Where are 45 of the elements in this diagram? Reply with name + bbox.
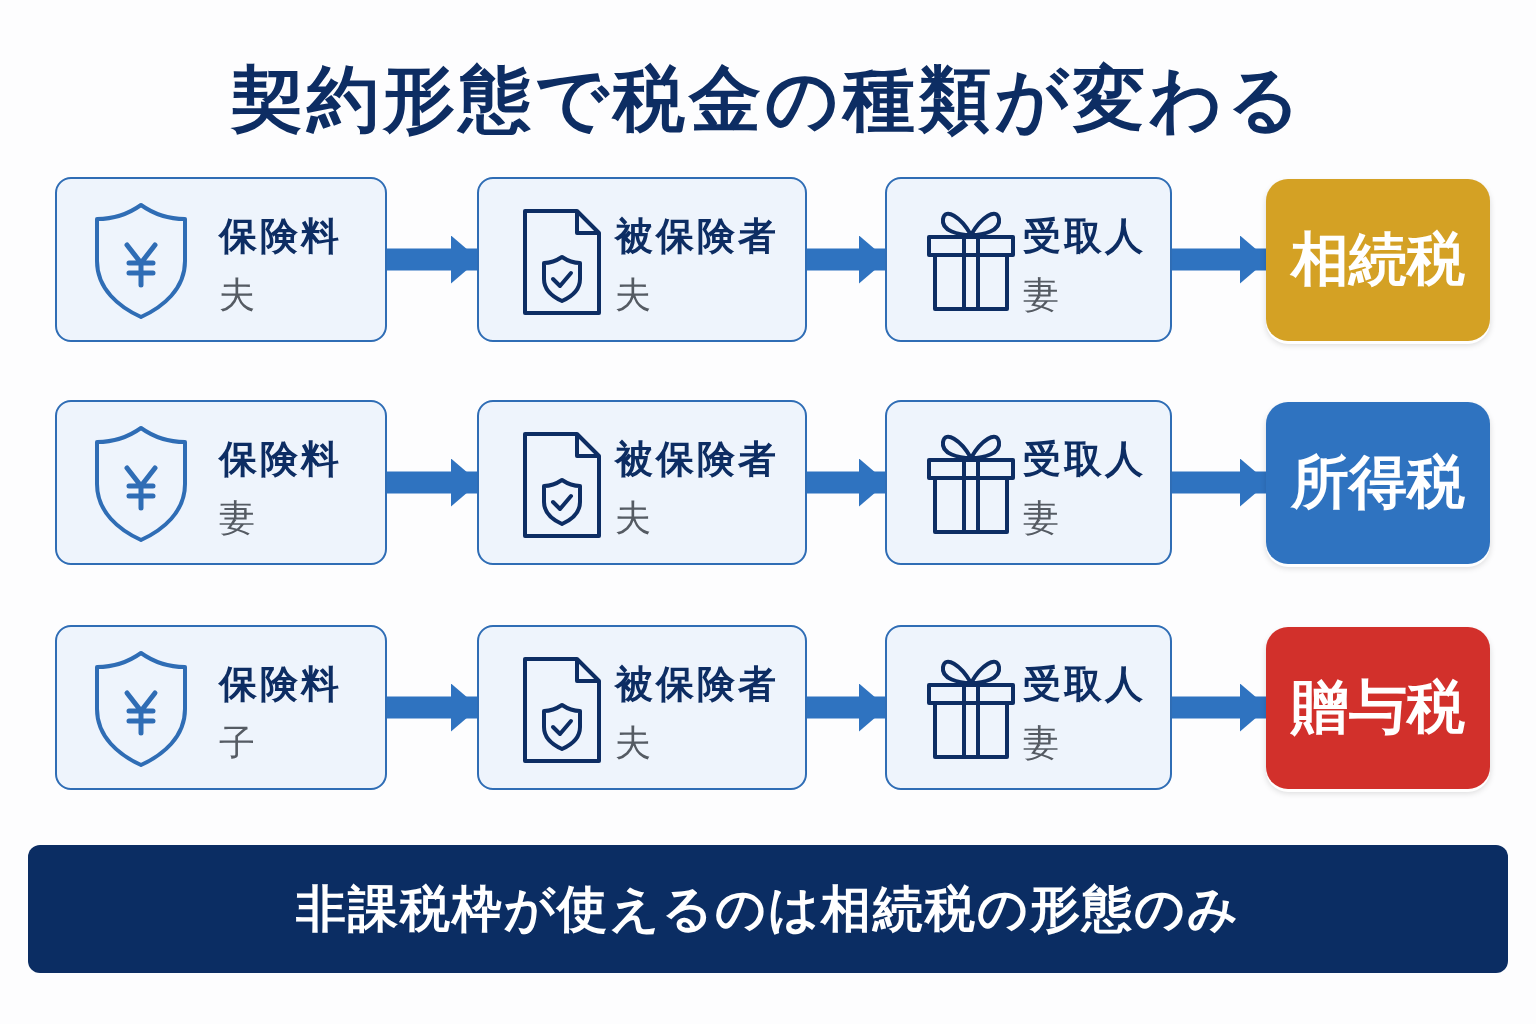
arrow: [1172, 458, 1268, 507]
role-label: 被保険者: [615, 661, 779, 708]
arrow: [387, 683, 479, 732]
arrow: [387, 235, 479, 284]
person-label: 妻: [1023, 496, 1059, 540]
role-label: 受取人: [1023, 661, 1146, 708]
person-label: 子: [219, 721, 255, 765]
person-label: 夫: [219, 273, 255, 317]
person-label: 夫: [615, 721, 651, 765]
tax-box: [1266, 179, 1490, 341]
person-label: 妻: [219, 496, 255, 540]
note-banner: [28, 845, 1508, 973]
role-label: 受取人: [1023, 213, 1146, 260]
step-box: [55, 625, 387, 790]
tax-label: 贈与税: [1291, 672, 1465, 743]
role-label: 被保険者: [615, 213, 779, 260]
arrow: [807, 683, 887, 732]
role-label: 受取人: [1023, 436, 1146, 483]
role-label: 保険料: [219, 436, 342, 483]
arrow: [1172, 235, 1268, 284]
tax-label: 所得税: [1291, 447, 1465, 518]
step-box: [885, 400, 1172, 565]
step-box: [885, 177, 1172, 342]
step-box: [55, 177, 387, 342]
tax-box: [1266, 402, 1490, 564]
role-label: 保険料: [219, 213, 342, 260]
step-box: [477, 400, 807, 565]
person-label: 妻: [1023, 273, 1059, 317]
step-box: [477, 625, 807, 790]
person-label: 夫: [615, 496, 651, 540]
arrow: [807, 458, 887, 507]
tax-box: [1266, 627, 1490, 789]
note-text: 非課税枠が使えるのは相続税の形態のみ: [296, 878, 1240, 940]
person-label: 妻: [1023, 721, 1059, 765]
role-label: 被保険者: [615, 436, 779, 483]
arrow: [1172, 683, 1268, 732]
arrow: [807, 235, 887, 284]
role-label: 保険料: [219, 661, 342, 708]
arrow: [387, 458, 479, 507]
step-box: [885, 625, 1172, 790]
title: 契約形態で税金の種類が変わる: [230, 56, 1306, 143]
tax-label: 相続税: [1291, 224, 1465, 295]
person-label: 夫: [615, 273, 651, 317]
step-box: [477, 177, 807, 342]
step-box: [55, 400, 387, 565]
